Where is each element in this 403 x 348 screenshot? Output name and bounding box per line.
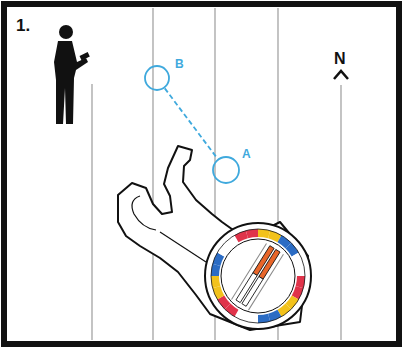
meridian-lines	[92, 8, 341, 340]
bezel-segment	[228, 306, 237, 313]
north-arrow	[334, 71, 348, 79]
waypoint-circle: A	[212, 156, 240, 184]
bezel-segment	[288, 246, 295, 255]
step-number: 1.	[16, 17, 30, 34]
bezel-segment	[215, 265, 216, 276]
bezel-segment	[216, 255, 220, 265]
bezel-segment	[280, 239, 289, 246]
circle-outline	[144, 65, 170, 91]
bezel-segment	[237, 234, 247, 238]
bezel-segment	[237, 313, 247, 317]
bezel-segment	[247, 318, 258, 319]
bezel-segment	[280, 306, 289, 313]
circle-outline	[212, 156, 240, 184]
bezel-segment	[269, 313, 279, 317]
bezel-segment	[300, 276, 301, 287]
bezel-segment	[215, 276, 216, 287]
waypoint-circle: B	[144, 65, 170, 91]
bezel-segment	[269, 234, 279, 238]
bezel-segment	[216, 287, 220, 297]
north-label: N	[334, 51, 346, 67]
bezel-segment	[258, 233, 269, 234]
bezel-segment	[247, 233, 258, 234]
bezel-segment	[221, 246, 228, 255]
bezel-segment	[258, 318, 269, 319]
bezel-segment	[300, 265, 301, 276]
person-silhouette	[54, 25, 90, 124]
bezel-segment	[228, 239, 237, 246]
bezel-edge	[211, 229, 305, 323]
point-label: B	[175, 58, 184, 70]
bezel-segment	[295, 287, 299, 297]
bearing-line	[165, 88, 218, 158]
point-label: A	[242, 148, 251, 160]
compass	[118, 146, 311, 330]
bezel-segment	[288, 298, 295, 307]
frame	[4, 4, 399, 344]
bezel-segment	[295, 255, 299, 265]
bezel-segment	[221, 298, 228, 307]
